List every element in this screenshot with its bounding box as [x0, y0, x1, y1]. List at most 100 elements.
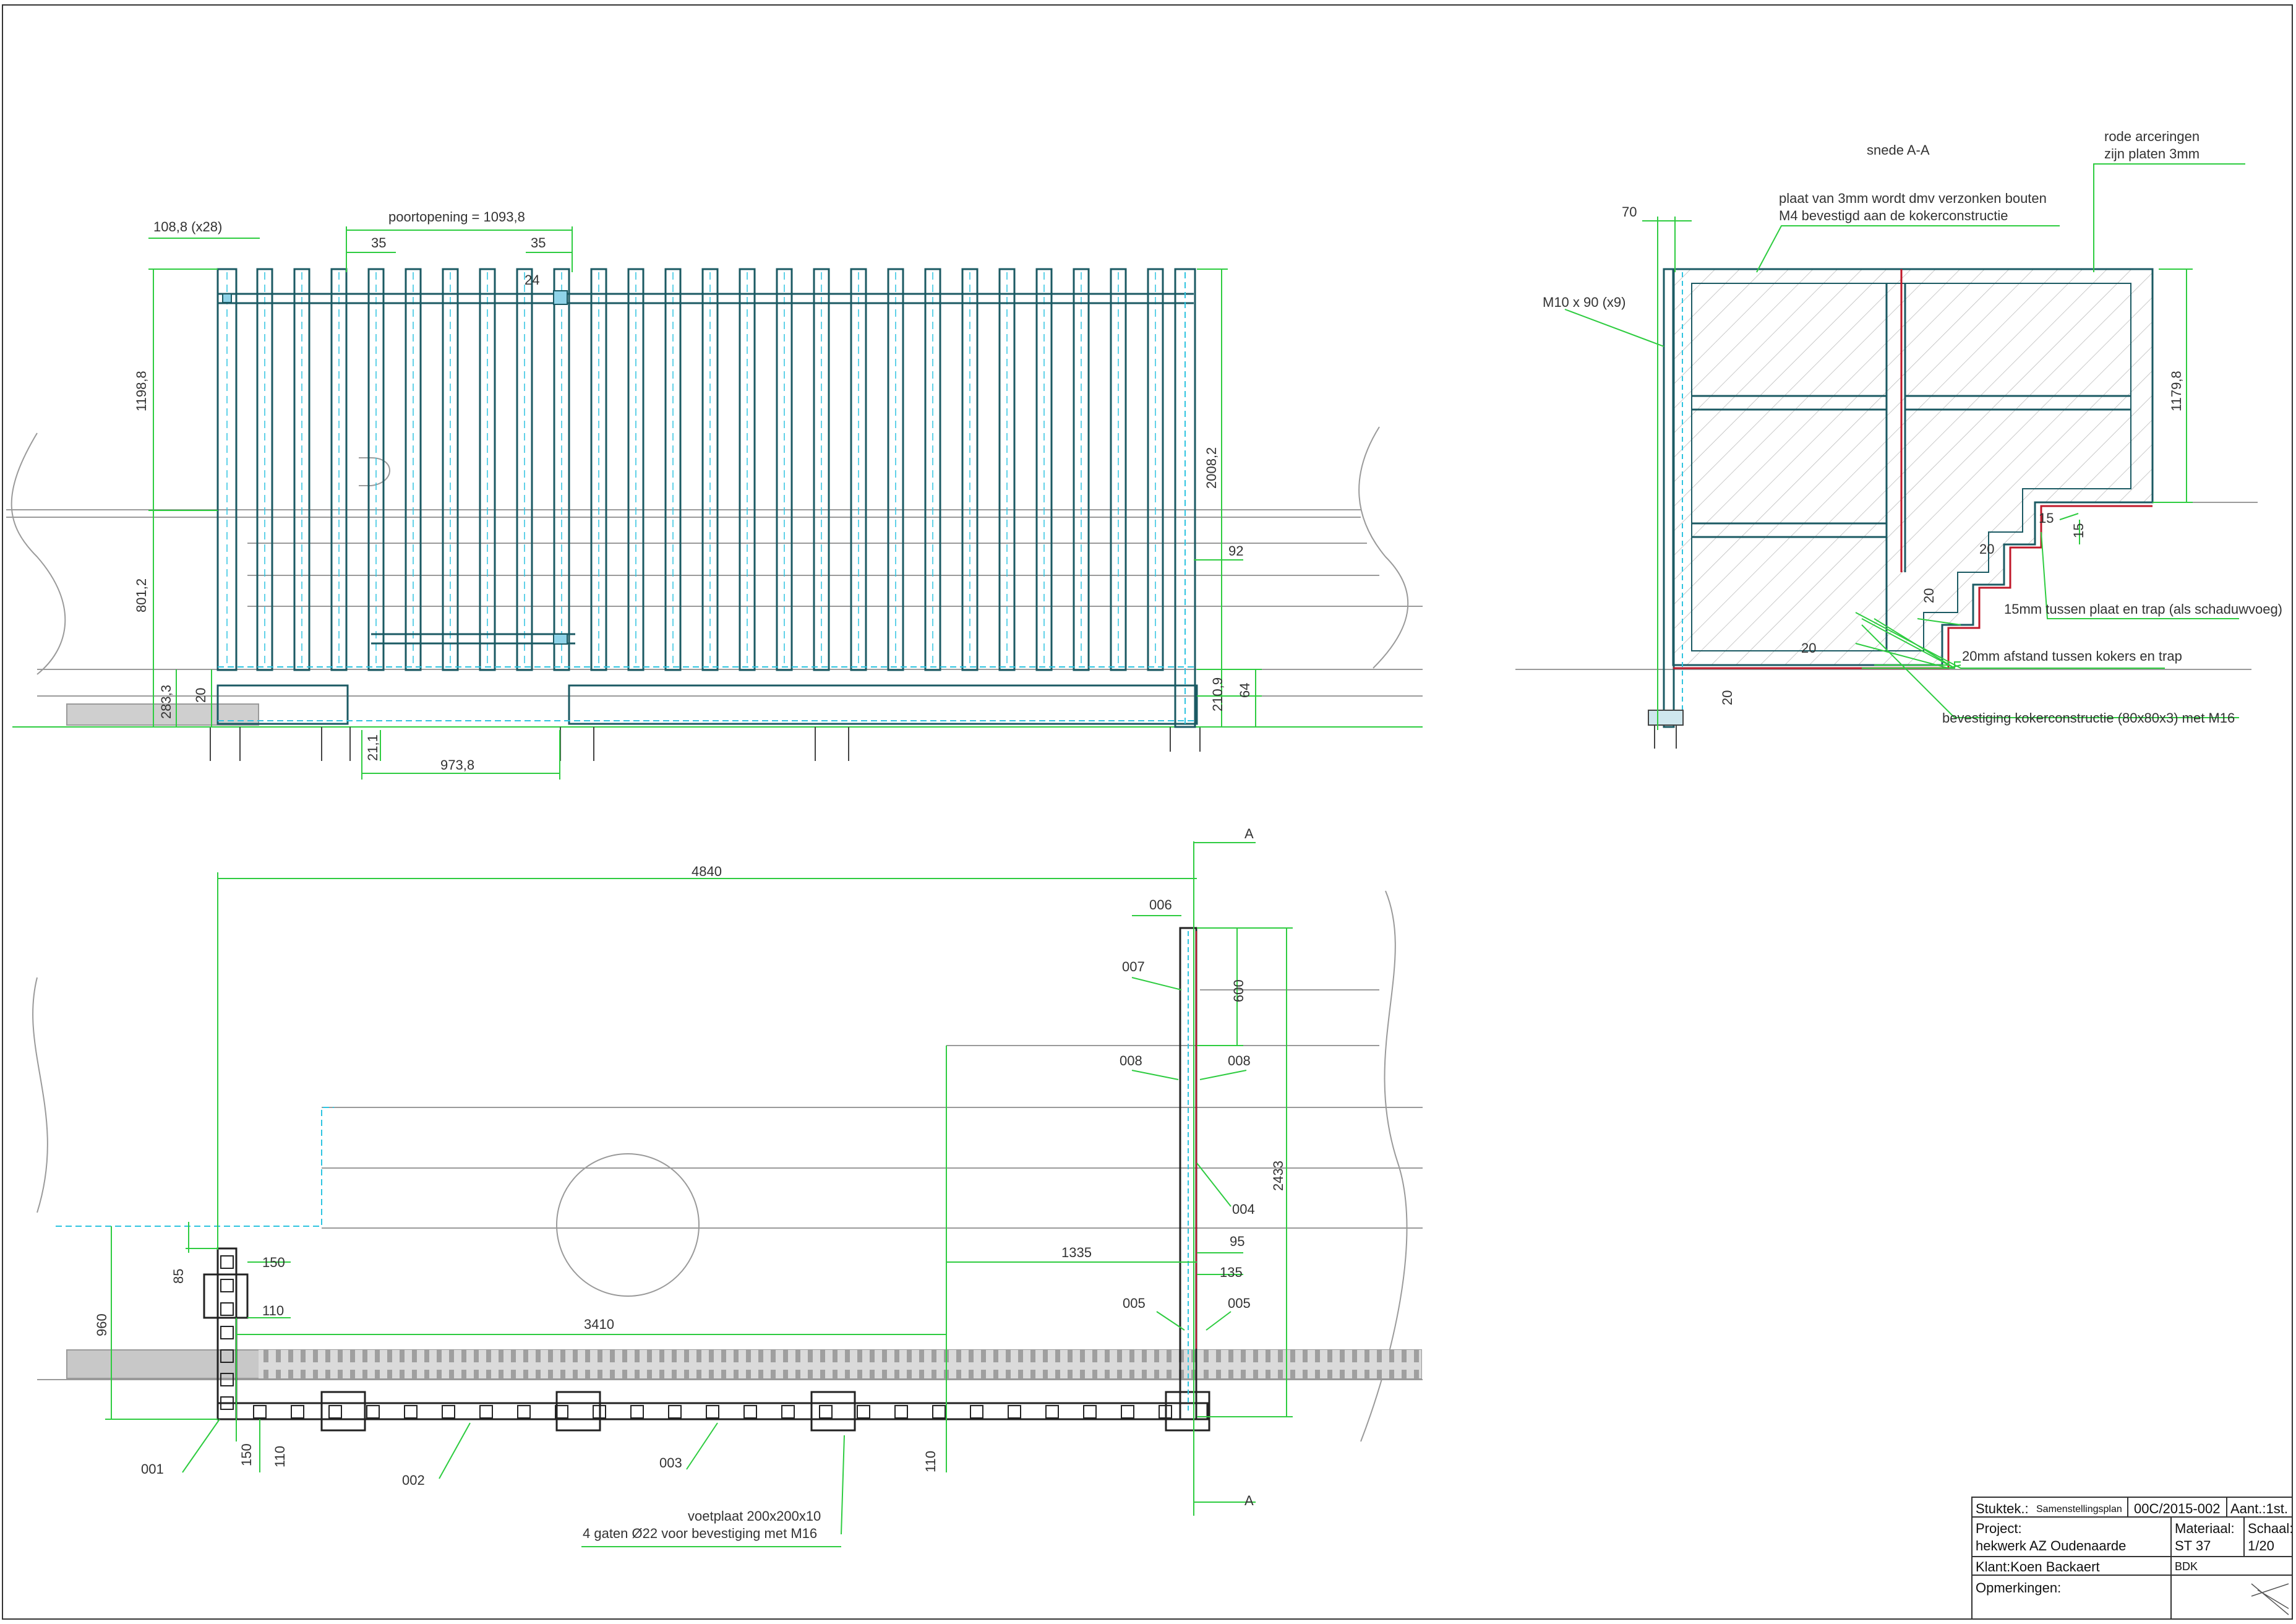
dim-150-a: 150: [262, 1255, 285, 1270]
tb-material-label: Materiaal:: [2175, 1521, 2235, 1536]
slat: [739, 268, 756, 671]
position-005-left: 005: [1123, 1295, 1146, 1311]
slat: [405, 268, 422, 671]
plan-square-tube: [291, 1405, 304, 1419]
plan-square-tube: [1121, 1405, 1134, 1419]
dim-110-c: 110: [923, 1451, 938, 1472]
slat: [998, 268, 1016, 671]
slat: [216, 268, 238, 671]
plan-dimension-lines: [105, 841, 1293, 1547]
plan-square-tube: [366, 1405, 380, 1419]
dim-85: 85: [171, 1269, 186, 1284]
tb-project-value: hekwerk AZ Oudenaarde: [1976, 1538, 2126, 1553]
dim-283: 283,3: [158, 685, 174, 719]
slat: [1073, 268, 1090, 671]
note-red-hatch-2: zijn platen 3mm: [2104, 146, 2200, 161]
section-red-plates: [1673, 269, 2152, 669]
dim-20-c: 20: [1801, 640, 1816, 656]
dim-20-d: 20: [1720, 690, 1735, 705]
slat: [701, 268, 719, 671]
slat: [293, 268, 311, 671]
position-002: 002: [402, 1472, 425, 1488]
position-003: 003: [659, 1455, 682, 1471]
slat: [442, 268, 459, 671]
dim-1335: 1335: [1061, 1245, 1092, 1260]
plan-square-tube: [668, 1405, 682, 1419]
note-bolts: M10 x 90 (x9): [1543, 294, 1626, 310]
hinge-details: [222, 290, 568, 645]
dim-70: 70: [1622, 204, 1637, 220]
plan-square-tube: [630, 1405, 644, 1419]
plan-square-tube: [220, 1326, 234, 1339]
dim-801: 801,2: [134, 578, 149, 612]
dim-92: 92: [1228, 543, 1243, 559]
slat: [1035, 268, 1053, 671]
note-footplate-1: voetplaat 200x200x10: [688, 1508, 821, 1524]
dim-600: 600: [1231, 979, 1246, 1002]
tb-stuktek-label: Stuktek.:: [1976, 1501, 2029, 1516]
plan-square-tube: [479, 1405, 493, 1419]
dim-1179: 1179,8: [2169, 371, 2184, 411]
plan-context-lines: [32, 890, 1423, 1442]
dim-35-left: 35: [371, 235, 386, 251]
title-block: [1971, 1497, 2293, 1620]
position-004: 004: [1232, 1201, 1255, 1217]
plan-square-tube: [220, 1302, 234, 1316]
dim-21: 21,1: [365, 734, 380, 761]
plan-square-tube: [517, 1405, 531, 1419]
plan-square-tube: [404, 1405, 418, 1419]
plan-square-tube: [932, 1405, 946, 1419]
dim-95: 95: [1230, 1234, 1244, 1249]
dim-210: 210,9: [1210, 677, 1225, 711]
dim-110-b: 110: [272, 1446, 288, 1467]
section-tube-frame: [1663, 268, 2131, 728]
position-007: 007: [1122, 959, 1145, 974]
dim-20-a: 20: [1979, 541, 1994, 557]
position-005-right: 005: [1228, 1295, 1251, 1311]
tb-material-value: ST 37: [2175, 1538, 2211, 1553]
dim-15-b: 15: [2071, 523, 2086, 538]
plan-square-tube: [857, 1405, 870, 1419]
note-plate-2: M4 bevestigd aan de kokerconstructie: [1779, 208, 2008, 223]
position-008-left: 008: [1120, 1053, 1142, 1068]
slat: [367, 268, 385, 671]
slat: [1147, 268, 1164, 671]
dim-slat-spacing: 108,8 (x28): [153, 219, 222, 234]
dim-973: 973,8: [440, 757, 474, 773]
plan-hidden-outline: [56, 1107, 334, 1227]
tb-quantity: Aant.:1st.: [2230, 1501, 2288, 1516]
plan-square-tube: [894, 1405, 908, 1419]
elevation-rails: [216, 268, 1198, 728]
note-footplate-2: 4 gaten Ø22 voor bevestiging met M16: [583, 1526, 817, 1541]
section-a-a-view: snede A-A rode arceringen zijn platen 3m…: [1515, 129, 2282, 749]
dim-64: 64: [1237, 683, 1253, 698]
plan-square-tube: [220, 1396, 234, 1410]
slat: [627, 268, 645, 671]
note-15mm-gap: 15mm tussen plaat en trap (als schaduwvo…: [2004, 601, 2282, 617]
slat: [776, 268, 793, 671]
plan-square-tube: [220, 1373, 234, 1386]
dim-960: 960: [94, 1313, 109, 1336]
plan-square-tube: [555, 1405, 568, 1419]
slat: [1110, 268, 1127, 671]
tb-remarks-label: Opmerkingen:: [1976, 1580, 2061, 1596]
slat: [256, 268, 273, 671]
plan-square-tube: [253, 1405, 267, 1419]
slat: [330, 268, 348, 671]
sheet-border: [2, 4, 2293, 1620]
elevation-anchor-bolts: [210, 727, 1201, 761]
note-red-hatch-1: rode arceringen: [2104, 129, 2200, 144]
section-title: snede A-A: [1867, 142, 1930, 158]
position-001: 001: [141, 1461, 164, 1477]
section-mark-a-top: A: [1244, 826, 1254, 841]
slat: [664, 268, 682, 671]
tb-scale-label: Schaal:: [2248, 1521, 2293, 1536]
dim-2008: 2008,2: [1204, 447, 1219, 489]
elevation-ground-strip: [66, 703, 259, 726]
plan-square-tube: [442, 1405, 455, 1419]
dim-110-a: 110: [262, 1303, 284, 1318]
dim-1198: 1198,8: [134, 371, 149, 411]
dim-20-b: 20: [1921, 588, 1937, 603]
section-base-plate: [1648, 710, 1684, 726]
dim-2433: 2433: [1270, 1161, 1286, 1191]
